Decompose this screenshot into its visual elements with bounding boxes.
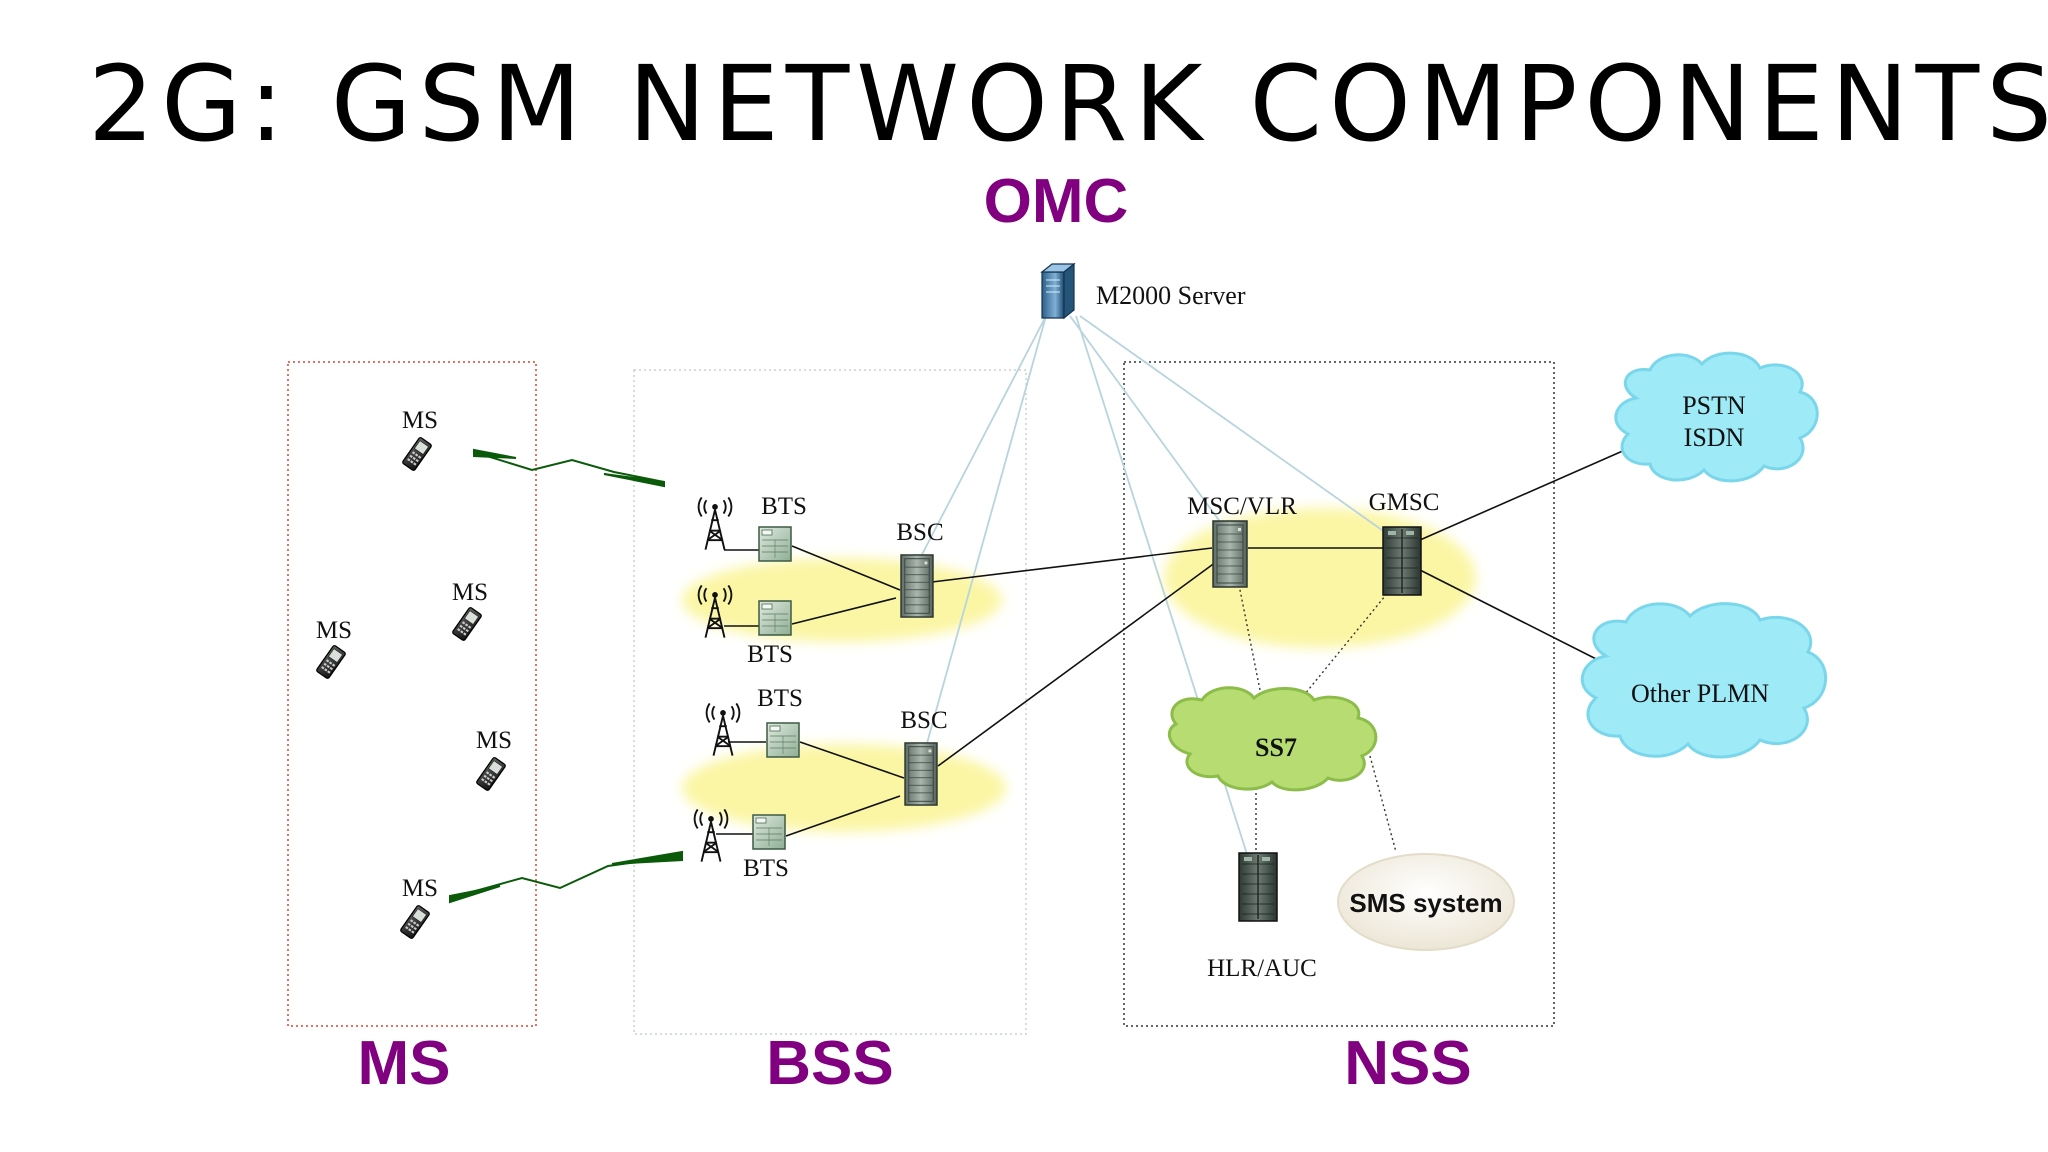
other-plmn-cloud: Other PLMN	[1580, 602, 1827, 759]
nss-subsystem-label: NSS	[1344, 1029, 1471, 1098]
equipment-rack-icon	[1382, 526, 1422, 596]
link-bsc2-msc	[937, 561, 1217, 767]
ss7-links	[1237, 579, 1397, 856]
antenna-tower-icon	[705, 702, 741, 757]
ms-label-4: MS	[476, 727, 512, 754]
antenna-tower-icon	[693, 808, 729, 863]
bts-cabinet-icon	[758, 526, 792, 562]
sms-system: SMS system	[1337, 853, 1515, 951]
omc-link-bsc-1	[915, 315, 1047, 567]
nss-frame	[1123, 361, 1555, 1027]
other-plmn-label: Other PLMN	[1631, 679, 1769, 708]
mobile-phone-icon	[401, 436, 433, 472]
ms-label-1: MS	[402, 407, 438, 434]
server-tower-icon	[1041, 263, 1075, 319]
mobile-phone-icon	[475, 756, 507, 792]
link-bts1-bsc1	[791, 545, 901, 591]
wireless-links	[449, 448, 683, 904]
nss-highlight	[1164, 508, 1476, 648]
mobile-phone-icon	[399, 904, 431, 940]
link-bts3-bsc2	[799, 741, 905, 779]
isdn-label: ISDN	[1684, 423, 1745, 452]
m2000-server-label: M2000 Server	[1096, 281, 1246, 310]
pstn-label: PSTN	[1682, 391, 1746, 420]
link-gmsc-pstn	[1419, 445, 1635, 541]
bss-frame	[633, 369, 1027, 1035]
highlight-ellipses	[682, 508, 1476, 832]
omc-label: OMC	[984, 167, 1129, 236]
bts-label-1: BTS	[761, 493, 807, 520]
mobile-phone-icon	[315, 644, 347, 680]
link-bsc1-msc	[931, 547, 1213, 583]
mobile-phone-icon	[451, 606, 483, 642]
bsc-label-2: BSC	[900, 707, 947, 734]
bss-links	[716, 445, 1635, 837]
ms-subsystem-label: MS	[358, 1029, 451, 1098]
pstn-isdn-cloud: PSTN ISDN	[1614, 351, 1819, 483]
bts-label-2: BTS	[747, 641, 793, 668]
omc-link-bsc-2	[923, 315, 1047, 755]
omc-link-msc	[1069, 315, 1227, 531]
bts-cabinet-icon	[766, 722, 800, 758]
bts-cabinet-icon	[752, 814, 786, 850]
ms-label-2: MS	[452, 579, 488, 606]
ss7-cloud: SS7	[1167, 686, 1378, 792]
omc-link-gmsc	[1079, 315, 1397, 541]
gmsc-label: GMSC	[1369, 489, 1440, 516]
bss-subsystem-label: BSS	[766, 1029, 893, 1098]
nss-core: MSC/VLR GMSC HLR/AUC	[1187, 489, 1439, 982]
radio-link-upper	[473, 451, 665, 483]
ms-frame	[287, 361, 537, 1027]
hlr-auc-label: HLR/AUC	[1207, 955, 1317, 982]
link-bts4-bsc2	[785, 795, 901, 837]
ms-label-5: MS	[402, 875, 438, 902]
msc-vlr-label: MSC/VLR	[1187, 493, 1297, 520]
slide-title: 2G: GSM NETWORK COMPONENTS	[88, 43, 2048, 165]
bsc-nodes: BSC BSC	[896, 519, 948, 806]
bts-sites: BTS BTS BTS BTS	[693, 493, 807, 882]
bsc-label-1: BSC	[896, 519, 943, 546]
link-gmsc-plmn	[1419, 569, 1615, 669]
equipment-rack-icon	[1212, 520, 1248, 588]
equipment-rack-icon	[1238, 852, 1278, 922]
equipment-rack-icon	[904, 742, 938, 806]
sms-system-label: SMS system	[1349, 888, 1502, 918]
link-bts2-bsc1	[791, 597, 897, 625]
ss7-label: SS7	[1255, 733, 1297, 762]
antenna-tower-icon	[697, 496, 733, 551]
ms-label-3: MS	[316, 617, 352, 644]
bts-label-3: BTS	[757, 685, 803, 712]
mobile-stations: MS MS MS MS MS	[315, 407, 512, 940]
bts-label-4: BTS	[743, 855, 789, 882]
equipment-rack-icon	[900, 554, 934, 618]
bts-cabinet-icon	[758, 600, 792, 636]
